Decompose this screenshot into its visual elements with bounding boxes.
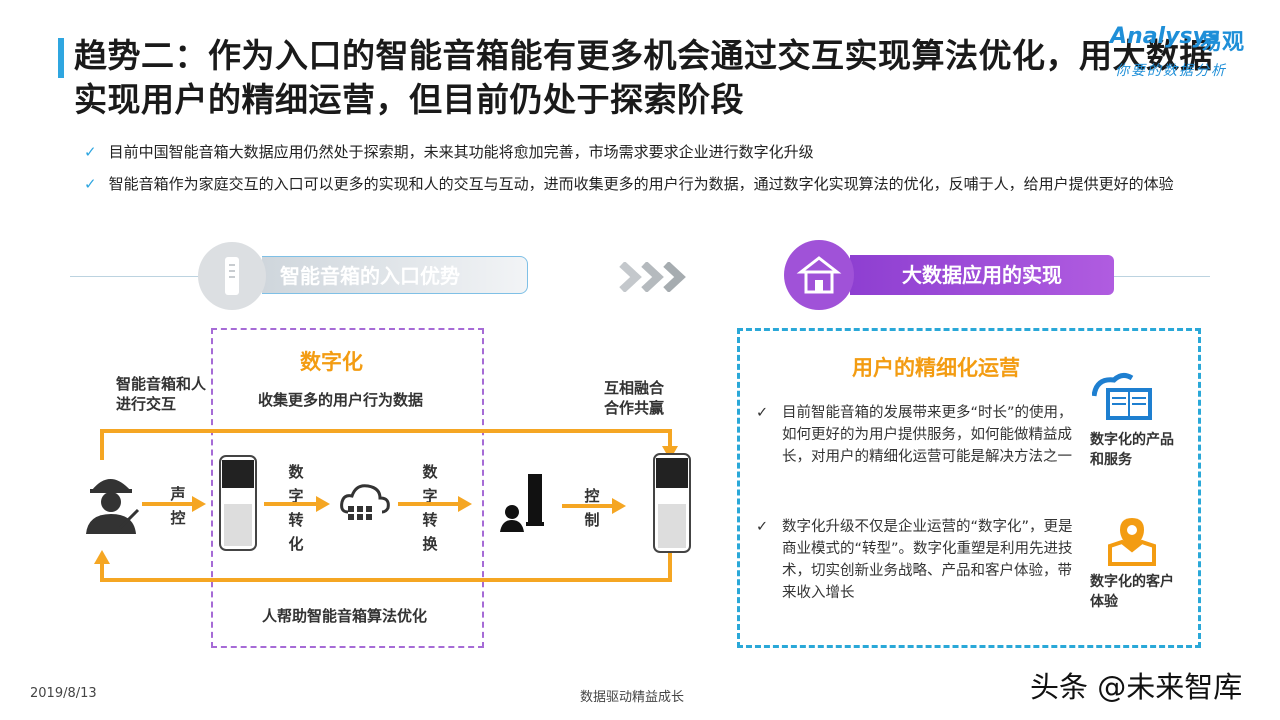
digital-title: 数字化 <box>300 350 363 374</box>
operations-box <box>737 328 1201 648</box>
operations-item: 目前智能音箱的发展带来更多“时长”的使用，如何更好的为用户提供服务，如何能做精益… <box>782 405 1073 465</box>
speaker-device-icon <box>653 453 691 553</box>
bullet-item: ✓目前中国智能音箱大数据应用仍然处于探索期，未来其功能将愈加完善，市场需求要求企… <box>84 143 814 161</box>
section-pill-left: 智能音箱的入口优势 <box>262 256 528 294</box>
convert-label-1: 数字转化 <box>288 463 304 553</box>
page-title: 趋势二：作为入口的智能音箱能有更多机会通过交互实现算法优化，用大数据实现用户的精… <box>74 36 1213 119</box>
title-accent-bar <box>58 38 64 78</box>
digital-box <box>211 328 484 648</box>
speaker-icon <box>225 257 239 295</box>
control-label: 控制 <box>584 487 600 529</box>
arrow-right-icon <box>142 496 206 512</box>
footer-tagline: 数据驱动精益成长 <box>580 690 685 705</box>
source-watermark: 头条 @未来智库 <box>1030 670 1243 704</box>
chevron-arrows-icon <box>619 262 686 292</box>
cloud-icon <box>340 484 390 520</box>
map-pin-icon <box>1108 518 1156 566</box>
check-icon: ✓ <box>84 143 97 161</box>
icon-label-customer: 数字化的客户体验 <box>1090 574 1174 610</box>
section-pill-right: 大数据应用的实现 <box>850 255 1114 295</box>
divider <box>1112 276 1210 277</box>
check-icon: ✓ <box>756 519 769 535</box>
house-badge <box>784 240 854 310</box>
convert-label-2: 数字转换 <box>422 463 438 553</box>
operations-item: 数字化升级不仅是企业运营的“数字化”，更是商业模式的“转型”。数字化重塑是利用先… <box>782 519 1073 601</box>
collect-label: 收集更多的用户行为数据 <box>258 391 424 409</box>
voice-label: 声控 <box>170 485 186 527</box>
book-icon <box>1092 372 1152 420</box>
user-icon <box>86 479 140 534</box>
arrow-right-icon <box>398 496 472 512</box>
divider <box>70 276 210 277</box>
speaker-badge <box>198 242 266 310</box>
interact-label: 智能音箱和人进行交互 <box>116 375 207 413</box>
bullet-item: ✓智能音箱作为家庭交互的入口可以更多的实现和人的交互与互动，进而收集更多的用户行… <box>84 175 1174 193</box>
footer-date: 2019/8/13 <box>30 686 97 701</box>
icon-label-products: 数字化的产品和服务 <box>1090 432 1174 468</box>
operator-icon <box>500 474 544 532</box>
operations-title: 用户的精细化运营 <box>852 356 1020 380</box>
logo-tagline: 你要的数据分析 <box>1115 63 1227 79</box>
logo-text: Analysys <box>1110 24 1220 49</box>
check-icon: ✓ <box>84 175 97 193</box>
arrow-right-icon <box>562 498 626 514</box>
bottom-label: 人帮助智能音箱算法优化 <box>262 607 428 625</box>
logo-text-cn: 易观 <box>1200 30 1245 55</box>
merge-label: 互相融合合作共赢 <box>604 379 665 417</box>
arrow-right-icon <box>264 496 330 512</box>
check-icon: ✓ <box>756 405 769 421</box>
speaker-device-icon <box>219 455 257 551</box>
house-icon <box>796 256 842 294</box>
